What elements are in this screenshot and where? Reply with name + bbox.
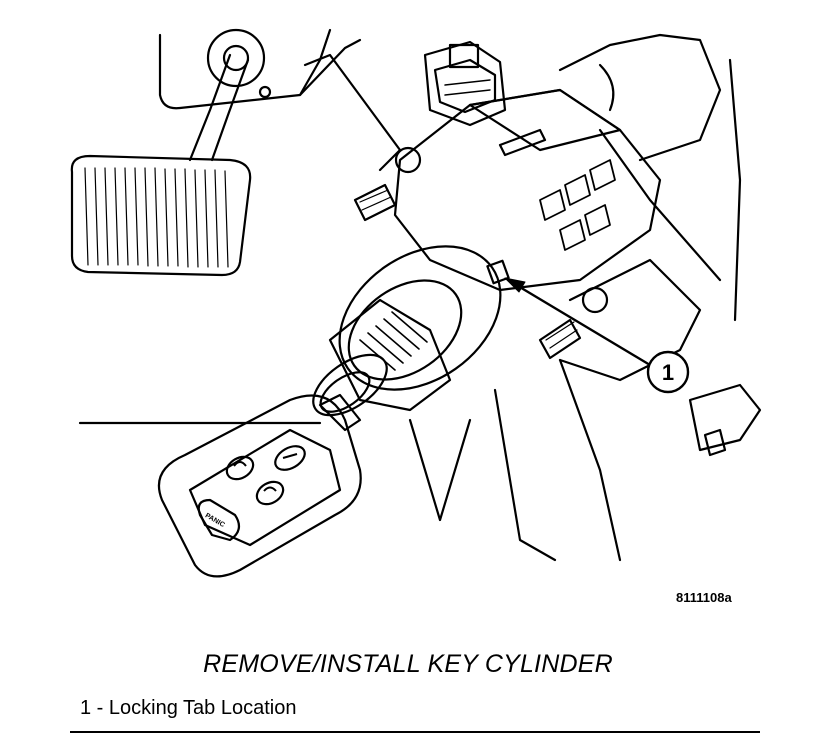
key-cylinder-ring-outer [338, 245, 502, 391]
key-fob-button-pad [188, 428, 342, 547]
unlock-button [255, 480, 285, 506]
dash-panel-upper [298, 38, 362, 97]
trunk-icon [282, 453, 298, 459]
mounting-stud-lower [538, 318, 582, 360]
key-cylinder-ring-inner [347, 279, 463, 381]
lower-bracket [558, 258, 702, 382]
panel-bolt-inner [222, 44, 250, 72]
connector-latch [448, 43, 480, 69]
callout-arrowhead [504, 277, 526, 293]
column-skirt [408, 418, 472, 522]
callout-leader [506, 278, 652, 367]
connector-body [423, 40, 507, 127]
column-tube-upper [558, 33, 722, 162]
panel-bolt-head [206, 28, 266, 88]
legend-list: 1 - Locking Tab Location [80, 697, 296, 720]
panel-screw [258, 85, 272, 99]
panic-button [197, 498, 241, 542]
column-tube-lower [598, 128, 722, 282]
column-skirt-inner [493, 388, 557, 562]
pedal-pad-ribs [84, 167, 229, 268]
pedal-arm [188, 53, 232, 162]
connector-pins [444, 79, 491, 96]
bottom-rule [70, 731, 760, 733]
cylinder-face-ring [312, 353, 388, 417]
lock-icon [233, 461, 247, 467]
trunk-button [274, 445, 306, 471]
unlock-icon [263, 486, 277, 492]
mounting-stud-left [353, 183, 397, 222]
key-cylinder-body [328, 298, 452, 412]
housing-slot [498, 128, 547, 157]
housing-windows [539, 159, 616, 251]
figure-id: 8111108a [676, 590, 732, 605]
callout-circle [646, 350, 690, 394]
key-fob-body [157, 394, 362, 578]
column-collar [688, 383, 762, 452]
column-bolt [703, 428, 727, 457]
stud-nut-left [394, 146, 422, 174]
figure-caption: REMOVE/INSTALL KEY CYLINDER [203, 650, 613, 678]
key-cylinder-teeth [359, 311, 428, 371]
legend-item: 1 - Locking Tab Location [80, 697, 297, 719]
brake-pedal-pad [70, 154, 252, 277]
dash-panel-outline [158, 28, 332, 110]
callout-number: 1 [662, 360, 674, 385]
support-bracket [303, 53, 402, 172]
column-right-edge [728, 58, 742, 322]
ignition-housing [393, 88, 662, 292]
zip-tie [598, 63, 615, 112]
column-base [558, 358, 622, 562]
housing-top-face [468, 88, 622, 152]
locking-tab [486, 259, 510, 285]
lock-button [225, 455, 255, 481]
key-blade [318, 393, 362, 432]
pedal-arm-edge [210, 58, 250, 162]
key-cylinder-illustration: 1 PANIC [70, 28, 762, 578]
